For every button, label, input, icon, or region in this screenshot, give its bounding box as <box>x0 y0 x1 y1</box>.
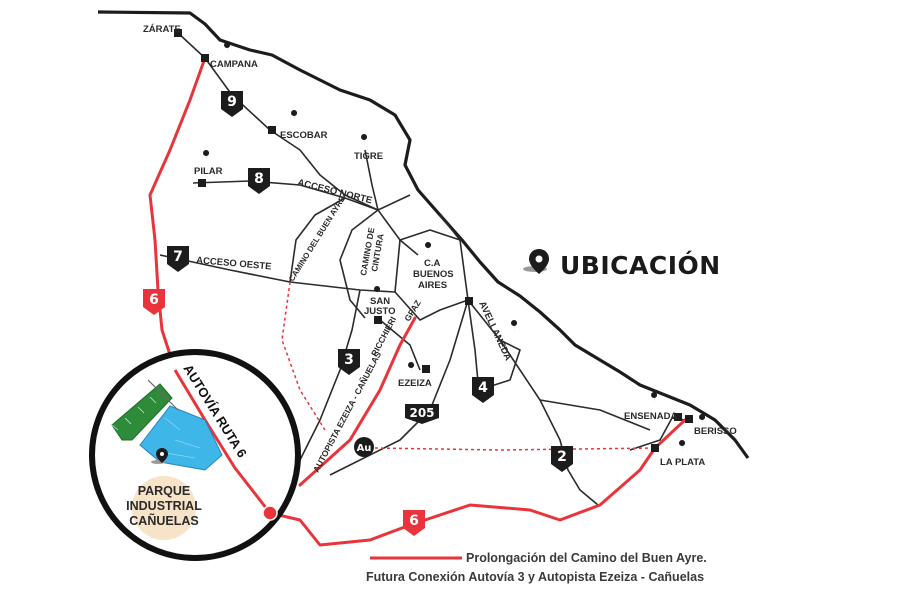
pin-icon <box>361 134 368 146</box>
location-pin-icon <box>523 249 549 274</box>
label-acceso-oeste: ACCESO OESTE <box>196 255 272 273</box>
pin-icon <box>679 440 686 452</box>
shield-205: 205 <box>405 404 439 424</box>
legend-line-2: Futura Conexión Autovía 3 y Autopista Ez… <box>366 570 704 584</box>
park-label-1: PARQUE <box>138 484 191 498</box>
pin-icon <box>374 286 381 298</box>
pin-icon <box>291 110 298 122</box>
shield-3: 3 <box>338 349 360 375</box>
svg-text:8: 8 <box>254 171 264 187</box>
shield-2: 2 <box>551 446 573 472</box>
label-caba-1: C.A <box>424 258 441 269</box>
svg-text:7: 7 <box>173 249 183 265</box>
label-campana: CAMPANA <box>210 59 258 70</box>
future-connections <box>281 281 656 451</box>
label-caba-3: AIRES <box>418 280 447 291</box>
svg-text:6: 6 <box>149 292 159 308</box>
svg-text:9: 9 <box>227 94 237 110</box>
label-avellaneda: AVELLANEDA <box>476 300 513 363</box>
label-san-justo-2: JUSTO <box>364 306 396 317</box>
shield-6-south: 6 <box>403 510 425 536</box>
shield-4: 4 <box>472 377 494 403</box>
label-caba-2: BUENOS <box>413 269 454 280</box>
label-berisso: BERISSO <box>694 426 737 437</box>
city-markers <box>174 29 693 452</box>
pin-icon <box>203 150 210 162</box>
label-pilar: PILAR <box>194 166 223 177</box>
label-zarate: ZÁRATE <box>143 24 181 35</box>
coastline <box>97 10 750 459</box>
legend-line-1: Prolongación del Camino del Buen Ayre. <box>466 551 707 565</box>
svg-text:4: 4 <box>478 380 488 396</box>
label-la-plata: LA PLATA <box>660 457 705 468</box>
label-tigre: TIGRE <box>354 151 383 162</box>
label-escobar: ESCOBAR <box>280 130 328 141</box>
svg-text:Au: Au <box>357 443 372 454</box>
pin-icon <box>408 362 415 374</box>
pin-icon <box>511 320 518 332</box>
shield-8: 8 <box>248 168 270 194</box>
pin-icons <box>203 42 706 452</box>
park-label-bubble <box>132 476 196 540</box>
park-label-3: CAÑUELAS <box>129 513 198 528</box>
pin-icon <box>425 242 432 254</box>
shield-7: 7 <box>167 246 189 272</box>
pin-icon <box>224 42 231 54</box>
park-label-2: INDUSTRIAL <box>126 499 202 513</box>
svg-text:205: 205 <box>409 406 434 420</box>
shield-6-north: 6 <box>143 289 165 315</box>
label-san-justo-1: SAN <box>370 296 390 307</box>
pin-icon <box>699 414 706 426</box>
park-pin-icon <box>151 448 168 464</box>
svg-text:6: 6 <box>409 513 419 529</box>
pin-icon <box>651 392 658 404</box>
map-title: UBICACIÓN <box>560 250 721 280</box>
label-camino-buen-ayre: CAMINO DEL BUEN AYRE <box>287 194 347 283</box>
svg-text:2: 2 <box>557 449 567 465</box>
shield-9: 9 <box>221 91 243 117</box>
label-ezeiza: EZEIZA <box>398 378 432 389</box>
svg-text:3: 3 <box>344 352 354 368</box>
label-ensenada: ENSENADA <box>624 411 677 422</box>
shield-au: Au <box>354 437 374 457</box>
route-6-park-segment <box>173 369 272 514</box>
junction-dot <box>262 505 278 521</box>
